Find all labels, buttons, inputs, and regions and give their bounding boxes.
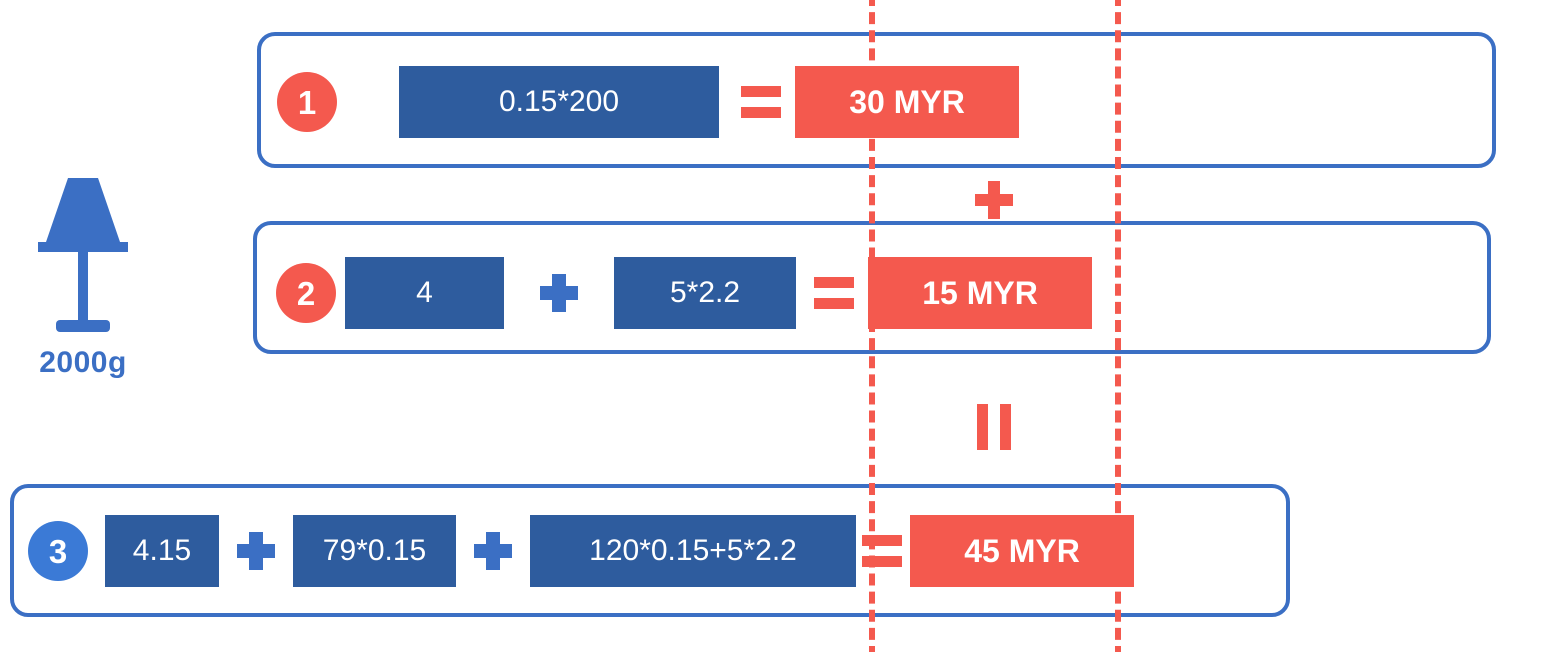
row-badge-2[interactable]: 2 [276,263,336,323]
operand-box-3-3[interactable]: 120*0.15+5*2.2 [530,515,856,587]
result-box-1[interactable]: 30 MYR [795,66,1019,138]
operand-box-1-1[interactable]: 0.15*200 [399,66,719,138]
connector-equals-icon [977,404,1011,450]
equals-icon-3 [862,534,902,568]
operand-box-2-2[interactable]: 5*2.2 [614,257,796,329]
equals-icon-1 [741,85,781,119]
row-outline-3 [10,484,1290,617]
product-weight-label: 2000g [39,346,127,379]
equals-icon-2 [814,276,854,310]
connector-plus-icon [975,181,1013,219]
result-box-2[interactable]: 15 MYR [868,257,1092,329]
plus-icon-3-2 [470,528,516,574]
row-badge-1[interactable]: 1 [277,72,337,132]
equation-row-3: 3 4.15 79*0.15 120*0.15+5*2.2 45 MYR [28,512,1134,590]
plus-icon-2-1 [536,270,582,316]
equation-row-1: 1 0.15*200 30 MYR [277,62,1019,142]
operand-box-3-2[interactable]: 79*0.15 [293,515,456,587]
plus-icon-3-1 [233,528,279,574]
equation-row-2: 2 4 5*2.2 15 MYR [276,254,1092,332]
row-outline-1 [257,32,1496,168]
operand-box-3-1[interactable]: 4.15 [105,515,219,587]
row-badge-3[interactable]: 3 [28,521,88,581]
operand-box-2-1[interactable]: 4 [345,257,504,329]
lamp-icon [38,178,128,332]
product-block: 2000g [18,170,148,380]
result-box-3[interactable]: 45 MYR [910,515,1134,587]
